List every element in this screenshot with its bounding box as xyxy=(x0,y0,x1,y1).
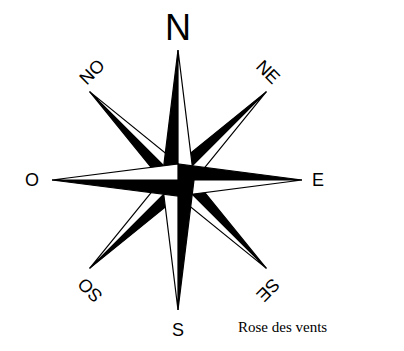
rose-point xyxy=(162,180,178,310)
rose-point xyxy=(52,180,178,196)
direction-label: N xyxy=(165,10,191,46)
rose-point xyxy=(162,50,178,180)
rose-point xyxy=(178,50,194,180)
direction-label: NO xyxy=(76,56,108,88)
direction-label: O xyxy=(25,171,39,189)
direction-label: NE xyxy=(253,57,283,87)
rose-point xyxy=(178,164,302,180)
direction-label: S xyxy=(172,321,184,339)
caption: Rose des vents xyxy=(238,320,327,335)
rose-point xyxy=(52,164,178,180)
direction-label: SO xyxy=(74,274,105,305)
rose-point xyxy=(178,180,302,196)
direction-label: E xyxy=(312,171,324,189)
direction-label: SE xyxy=(253,275,283,305)
rose-point xyxy=(178,180,194,310)
